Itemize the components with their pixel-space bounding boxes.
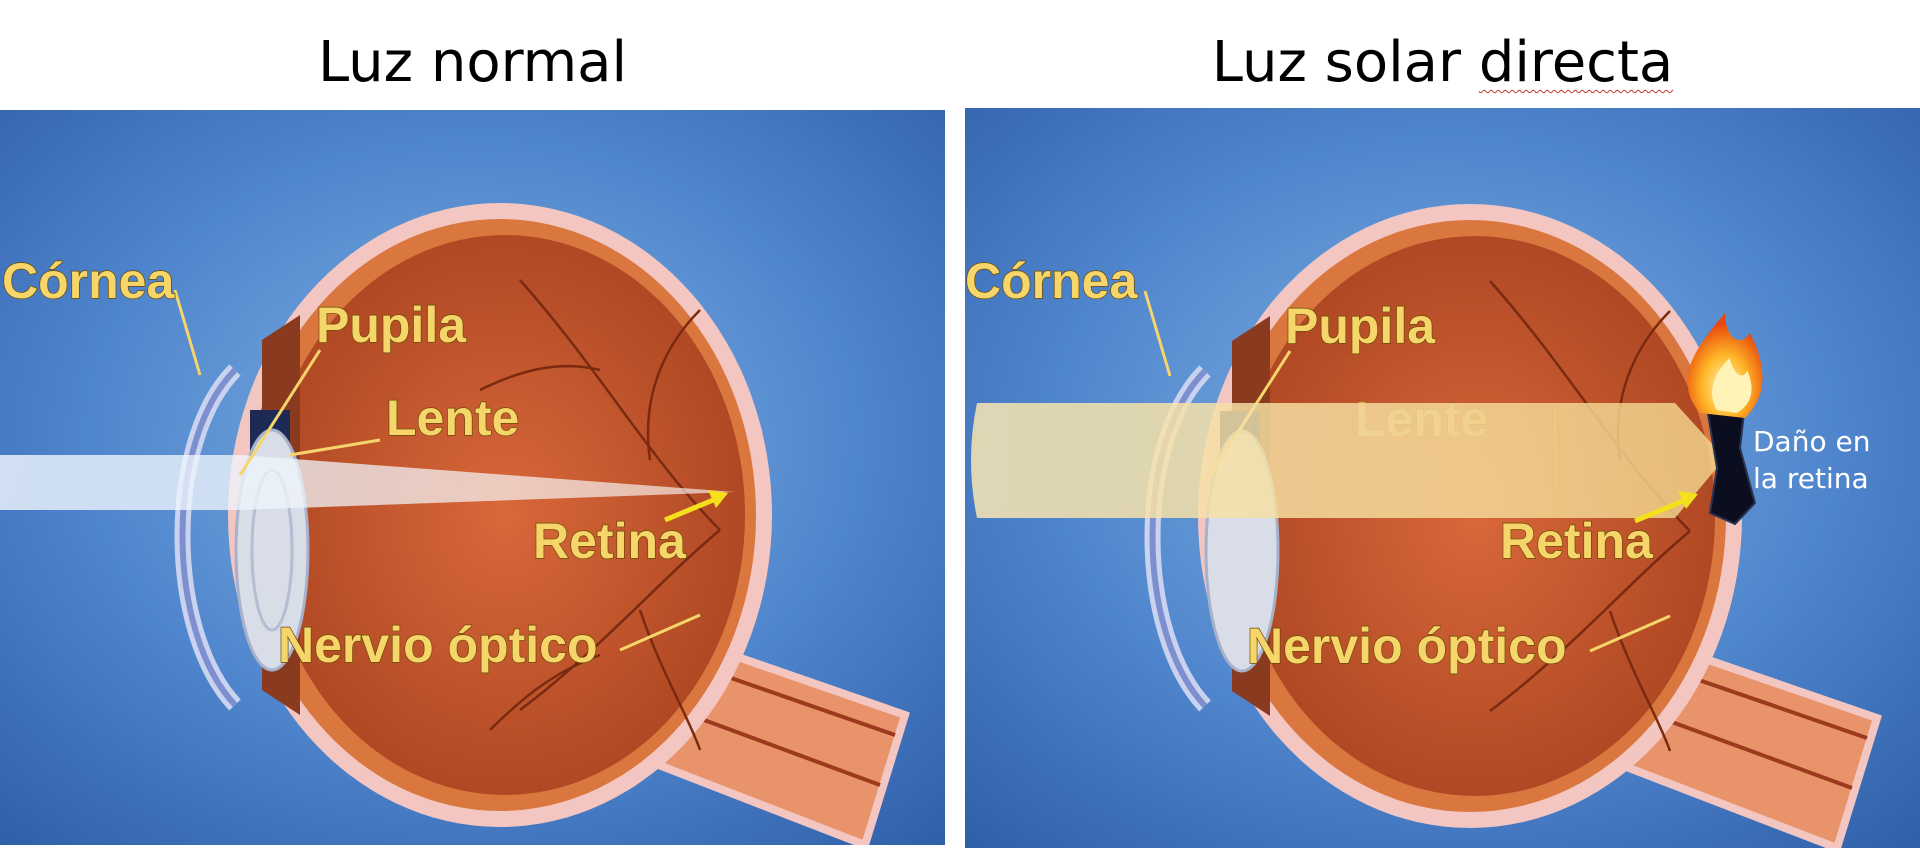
label-retina: Retina [1500, 513, 1654, 569]
sunlight-beam [971, 403, 1725, 518]
vitreous [265, 235, 745, 795]
eye-cross-section-damaged: Córnea Pupila Lente Retina Nervio óptico… [965, 108, 1920, 848]
title-underlined-word: directa [1478, 30, 1674, 95]
label-pupil: Pupila [1285, 298, 1436, 354]
label-optic-nerve: Nervio óptico [1247, 618, 1566, 674]
leader-lines [173, 289, 701, 652]
title-normal-light: Luz normal [317, 30, 628, 95]
label-lens: Lente [386, 390, 519, 446]
title-prefix: Luz solar [1211, 30, 1479, 95]
label-pupil: Pupila [316, 297, 467, 353]
label-cornea: Córnea [965, 253, 1138, 309]
retina-arrow-icon [1634, 491, 1698, 524]
eye-cross-section: Córnea Pupila Lente Retina Nervio óptico [0, 110, 945, 845]
title-direct-sunlight: Luz solar directa [965, 30, 1920, 95]
label-optic-nerve: Nervio óptico [278, 617, 597, 673]
label-cornea: Córnea [2, 253, 175, 309]
flame-icon [1687, 313, 1763, 418]
blood-vessels [479, 279, 721, 751]
label-retina: Retina [533, 513, 687, 569]
damage-label-line2: la retina [1753, 462, 1869, 495]
light-beam [0, 455, 735, 510]
retina-arrow-icon [664, 490, 728, 523]
damage-label-line1: Daño en [1753, 425, 1870, 458]
eye-diagram-normal: Córnea Pupila Lente Retina Nervio óptico [0, 110, 945, 845]
eye-diagram-sunlight: Córnea Pupila Lente Retina Nervio óptico… [965, 108, 1920, 848]
